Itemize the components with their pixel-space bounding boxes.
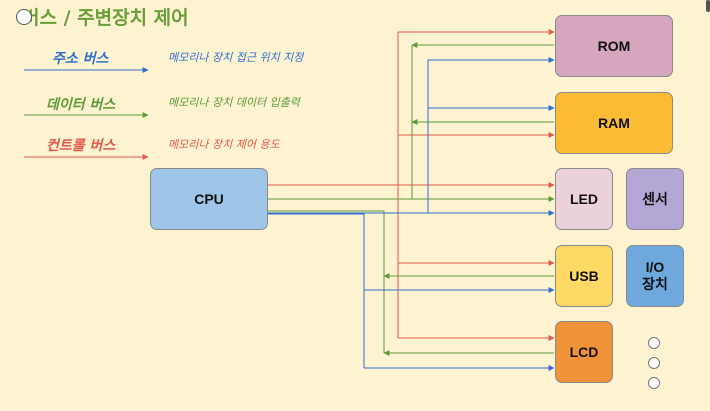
sensor-box: 센서 [626,168,684,230]
lcd-box: LCD [555,321,613,383]
more-devices-dot [648,337,660,349]
page-title-text: 버스 / 주변장치 제어 [22,7,189,29]
address-bus-lines [268,57,555,371]
io-device-label-line1: I/O [645,259,665,276]
more-devices-dot [648,377,660,389]
rom-box: ROM [555,15,673,77]
usb-box: USB [555,245,613,307]
legend-label-address: 주소 버스 [52,51,109,67]
presenter-icon [16,9,32,25]
window-edge-handle [706,0,710,12]
page-title: 버스 / 주변장치 제어 [16,3,189,30]
io-device-label-line2: 장치 [642,276,668,292]
legend-label-data: 데이터 버스 [46,97,116,113]
control-bus-lines [268,29,555,341]
legend-desc-address: 메모리나 장치 접근 위치 지정 [168,51,304,64]
legend-desc-data: 메모리나 장치 데이터 입출력 [168,96,300,109]
more-devices-dot [648,357,660,369]
legend-desc-control: 메모리나 장치 제어 용도 [168,138,280,151]
ram-box: RAM [555,92,673,154]
legend-label-control: 컨트롤 버스 [46,138,116,154]
cpu-box: CPU [150,168,268,230]
io-device-box: I/O 장치 [626,245,684,307]
led-box: LED [555,168,613,230]
data-bus-lines [268,42,555,356]
